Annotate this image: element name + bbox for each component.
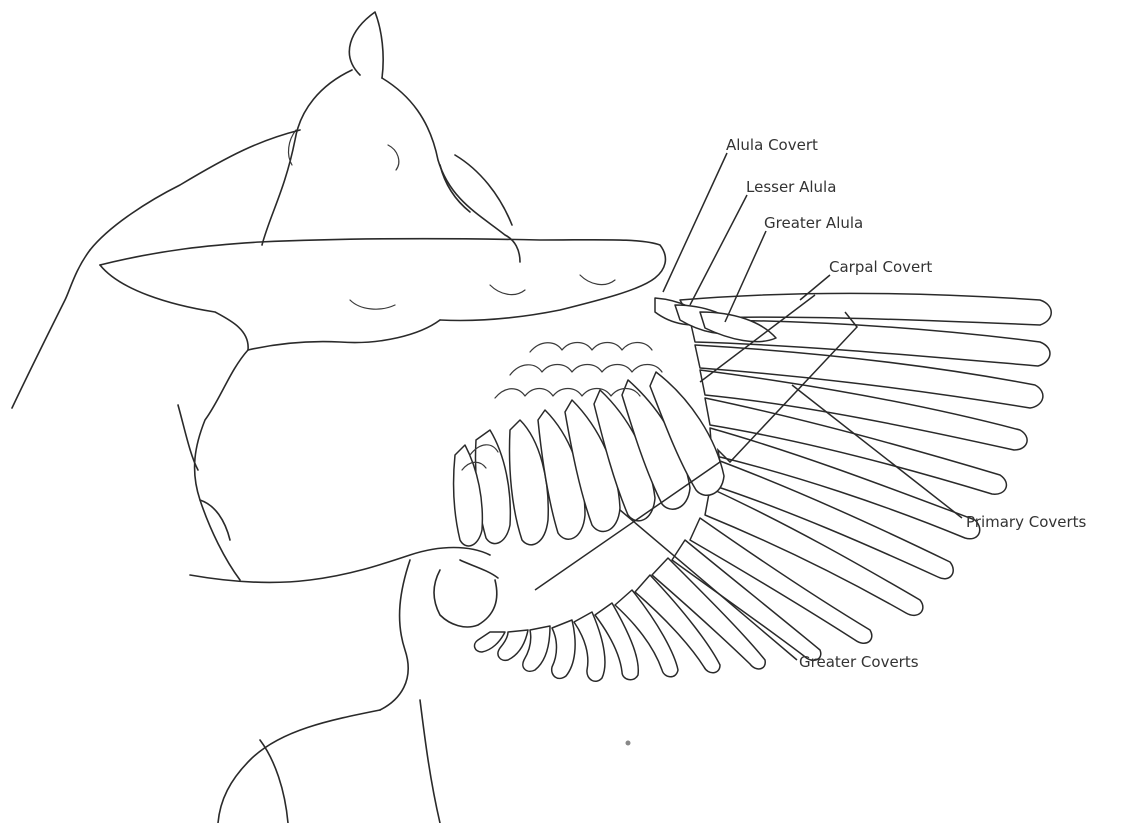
bird-body <box>12 12 520 408</box>
label-alula-covert: Alula Covert <box>726 136 818 154</box>
label-primary-coverts: Primary Coverts <box>966 513 1086 531</box>
label-greater-alula: Greater Alula <box>764 214 863 232</box>
label-lesser-alula: Lesser Alula <box>746 178 836 196</box>
leader-alula-covert <box>663 153 727 292</box>
label-carpal-covert: Carpal Covert <box>829 258 932 276</box>
leader-lesser-alula <box>690 195 747 305</box>
label-greater-coverts: Greater Coverts <box>799 653 919 671</box>
stray-dot <box>626 741 631 746</box>
